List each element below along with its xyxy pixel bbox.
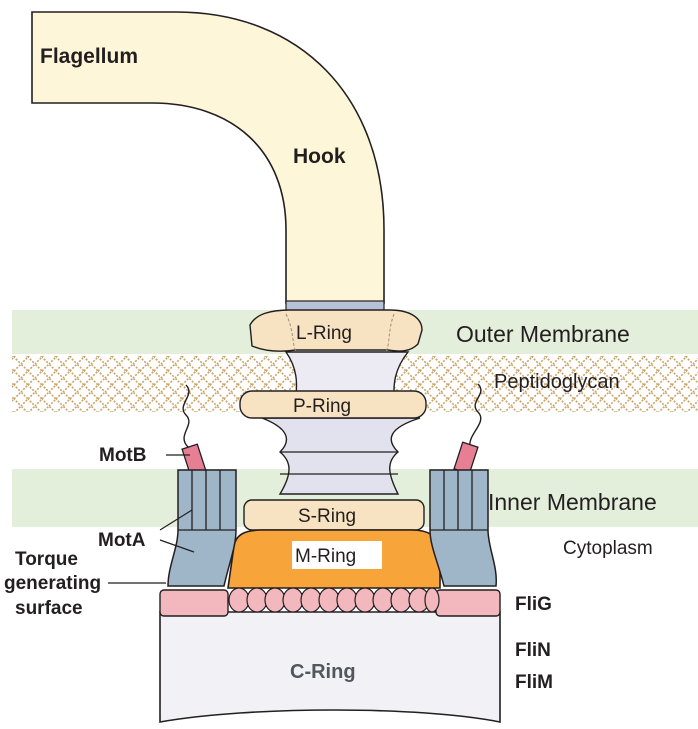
- flig-beads: [228, 587, 440, 613]
- torque-label-line1: Torque: [15, 549, 78, 570]
- lower-rod: [261, 417, 421, 495]
- m-ring-label: M-Ring: [295, 546, 356, 567]
- mota-leader: [159, 509, 195, 553]
- mota-label: MotA: [98, 530, 146, 551]
- stator-right: [429, 383, 497, 587]
- c-ring-label: C-Ring: [290, 661, 356, 683]
- hook-label: Hook: [293, 145, 346, 168]
- s-ring-label: S-Ring: [298, 506, 356, 527]
- l-ring-label: L-Ring: [296, 323, 352, 344]
- l-ring-dash: [385, 313, 395, 353]
- peptidoglycan-label: Peptidoglycan: [494, 371, 620, 393]
- flig-bar-right: [435, 589, 501, 617]
- cytoplasm-label: Cytoplasm: [563, 538, 653, 559]
- inner-membrane-label: Inner Membrane: [488, 489, 657, 515]
- flim-label: FliM: [515, 672, 553, 693]
- l-ring-dash: [285, 313, 297, 353]
- p-ring: [239, 390, 427, 419]
- torque-label-line2: generating: [4, 573, 101, 594]
- flig-bar-left: [159, 589, 229, 617]
- c-ring: [159, 611, 501, 723]
- stator-left: [167, 384, 237, 587]
- p-ring-label: P-Ring: [293, 396, 351, 417]
- motb-label: MotB: [99, 445, 146, 466]
- m-ring-label-bg: [292, 541, 382, 569]
- rod: [284, 351, 410, 397]
- flagellum-label: Flagellum: [40, 45, 138, 68]
- outer-membrane-label: Outer Membrane: [456, 321, 630, 347]
- flin-label: FliN: [515, 640, 551, 661]
- torque-label-line3: surface: [15, 598, 83, 619]
- flagellum-hook: [31, 11, 385, 304]
- flig-label: FliG: [515, 594, 552, 615]
